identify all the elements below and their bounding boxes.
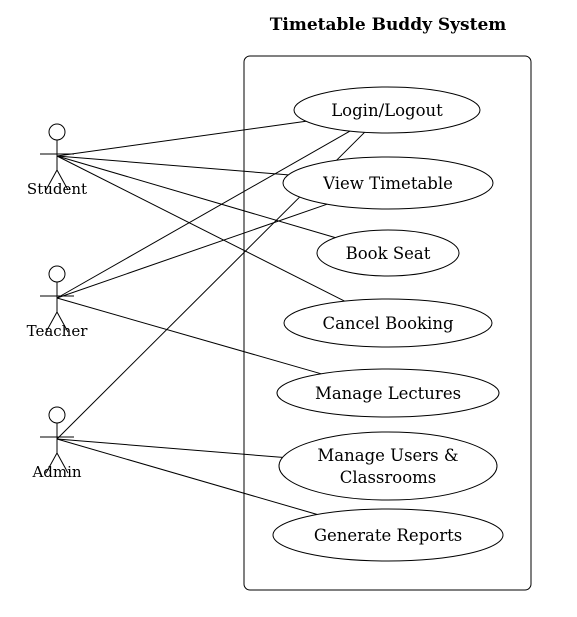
actor-right-leg [56,452,69,474]
actor-right-leg [56,311,69,333]
associations [56,120,365,515]
association-admin-reports [56,438,318,515]
use-case-cancel: Cancel Booking [283,298,493,348]
use-case-label: Classrooms [340,468,437,487]
actor-left-leg [45,311,58,333]
association-student-view [56,155,289,176]
association-admin-users [56,438,283,458]
diagram-title: Timetable Buddy System [270,15,507,35]
use-case-lectures: Manage Lectures [276,368,500,418]
use-case-ellipse [316,229,460,277]
association-student-book [56,155,336,239]
actor-head [48,265,66,283]
actor-right-leg [56,169,69,191]
actor-label: Student [27,180,87,198]
actor-head [48,123,66,141]
actor-student: Student [27,123,87,198]
actor-left-leg [45,452,58,474]
association-student-cancel [56,155,345,302]
association-teacher-view [56,203,328,299]
use-case-view: View Timetable [282,156,494,210]
system-boundary [243,55,532,591]
association-teacher-login [56,130,351,299]
actor-admin: Admin [31,406,82,481]
actor-label: Teacher [27,322,89,340]
use-case-label: Generate Reports [314,526,462,545]
actor-left-leg [45,169,58,191]
use-case-label: View Timetable [322,174,453,193]
use-case-book: Book Seat [316,229,460,277]
actor-head [48,406,66,424]
use-case-ellipse [276,368,500,418]
use-case-ellipse [278,431,498,501]
use-case-ellipse [293,86,481,134]
actor-teacher: Teacher [27,265,89,340]
use-case-label: Book Seat [346,244,431,263]
actor-label: Admin [31,463,81,481]
use-case-label: Login/Logout [331,101,443,120]
association-student-login [56,120,307,157]
use-case-label: Manage Lectures [315,384,461,403]
use-case-ellipse [282,156,494,210]
use-case-label: Manage Users & [317,446,458,465]
use-case-users: Manage Users & Classrooms [278,431,498,501]
use-case-ellipse [272,508,504,562]
use-case-label: Cancel Booking [322,314,454,333]
use-case-reports: Generate Reports [272,508,504,562]
use-case-login: Login/Logout [293,86,481,134]
use-case-ellipse [283,298,493,348]
association-teacher-lectures [56,297,322,375]
